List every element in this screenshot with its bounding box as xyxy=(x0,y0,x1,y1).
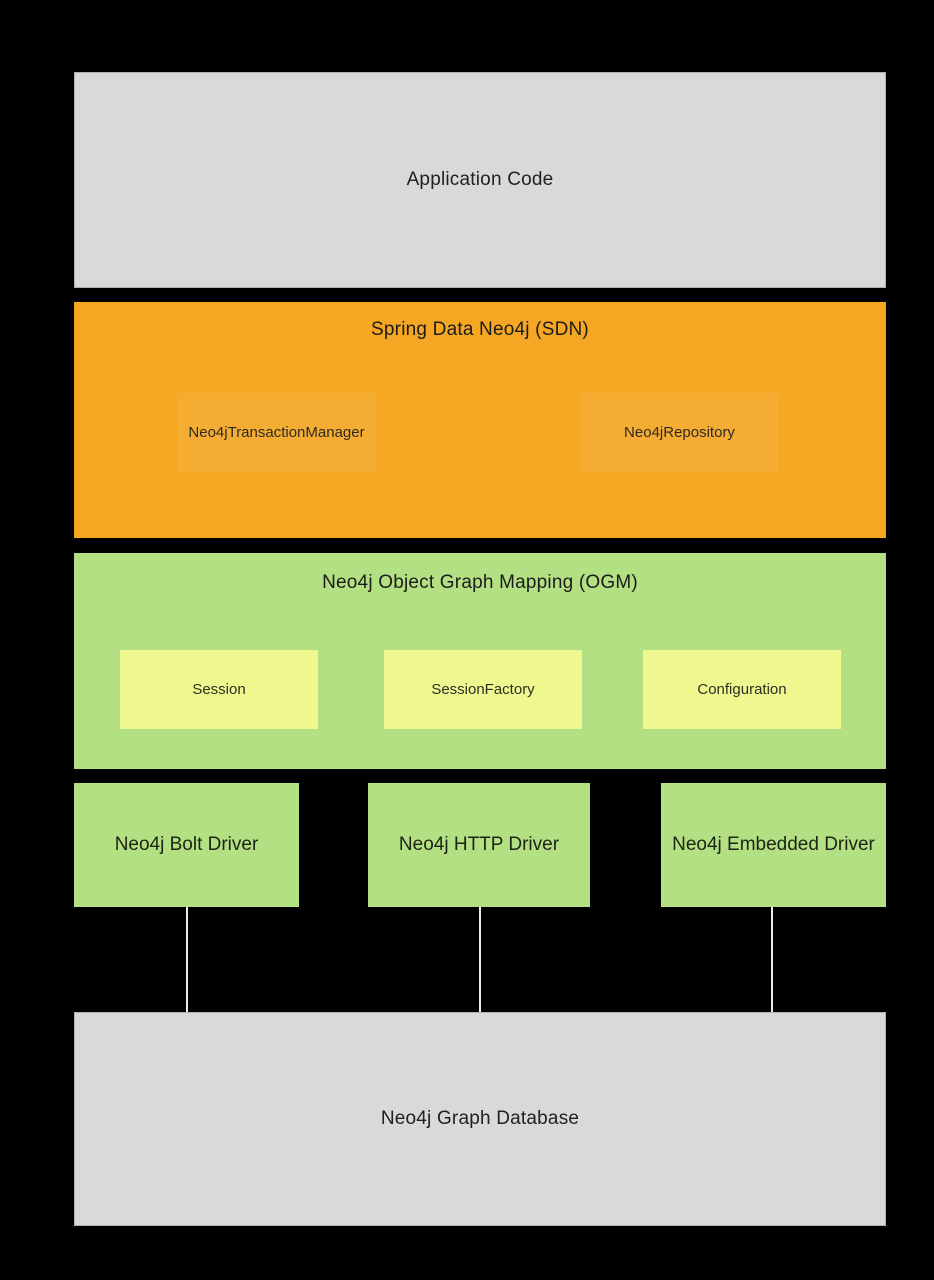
bolt-driver-label: Neo4j Bolt Driver xyxy=(114,834,259,855)
embedded-driver-label: Neo4j Embedded Driver xyxy=(672,834,875,855)
embedded-driver-connector-line xyxy=(771,907,773,1012)
bolt-driver-connector-line xyxy=(186,907,188,1012)
application-code-label: Application Code xyxy=(406,169,554,190)
sdn-layer-title: Spring Data Neo4j (SDN) xyxy=(371,319,589,340)
configuration-label: Configuration xyxy=(697,681,787,698)
ogm-layer-box: Neo4j Object Graph Mapping (OGM) Session… xyxy=(74,553,886,769)
application-code-box: Application Code xyxy=(74,72,886,288)
http-driver-label: Neo4j HTTP Driver xyxy=(398,834,560,855)
neo4j-repository-label: Neo4jRepository xyxy=(624,424,735,441)
neo4j-transaction-manager-box: Neo4jTransactionManager xyxy=(177,393,376,472)
bolt-driver-box: Neo4j Bolt Driver xyxy=(74,783,299,907)
session-factory-box: SessionFactory xyxy=(384,650,582,729)
configuration-box: Configuration xyxy=(643,650,841,729)
sdn-layer-box: Spring Data Neo4j (SDN) Neo4jTransaction… xyxy=(74,302,886,538)
graph-database-box: Neo4j Graph Database xyxy=(74,1012,886,1226)
http-driver-connector-line xyxy=(479,907,481,1012)
session-label: Session xyxy=(192,681,246,698)
http-driver-box: Neo4j HTTP Driver xyxy=(368,783,590,907)
neo4j-transaction-manager-label: Neo4jTransactionManager xyxy=(188,424,365,441)
neo4j-repository-box: Neo4jRepository xyxy=(580,393,779,472)
ogm-layer-title: Neo4j Object Graph Mapping (OGM) xyxy=(322,572,638,593)
embedded-driver-box: Neo4j Embedded Driver xyxy=(661,783,886,907)
graph-database-label: Neo4j Graph Database xyxy=(380,1108,580,1129)
session-factory-label: SessionFactory xyxy=(431,681,535,698)
session-box: Session xyxy=(120,650,318,729)
